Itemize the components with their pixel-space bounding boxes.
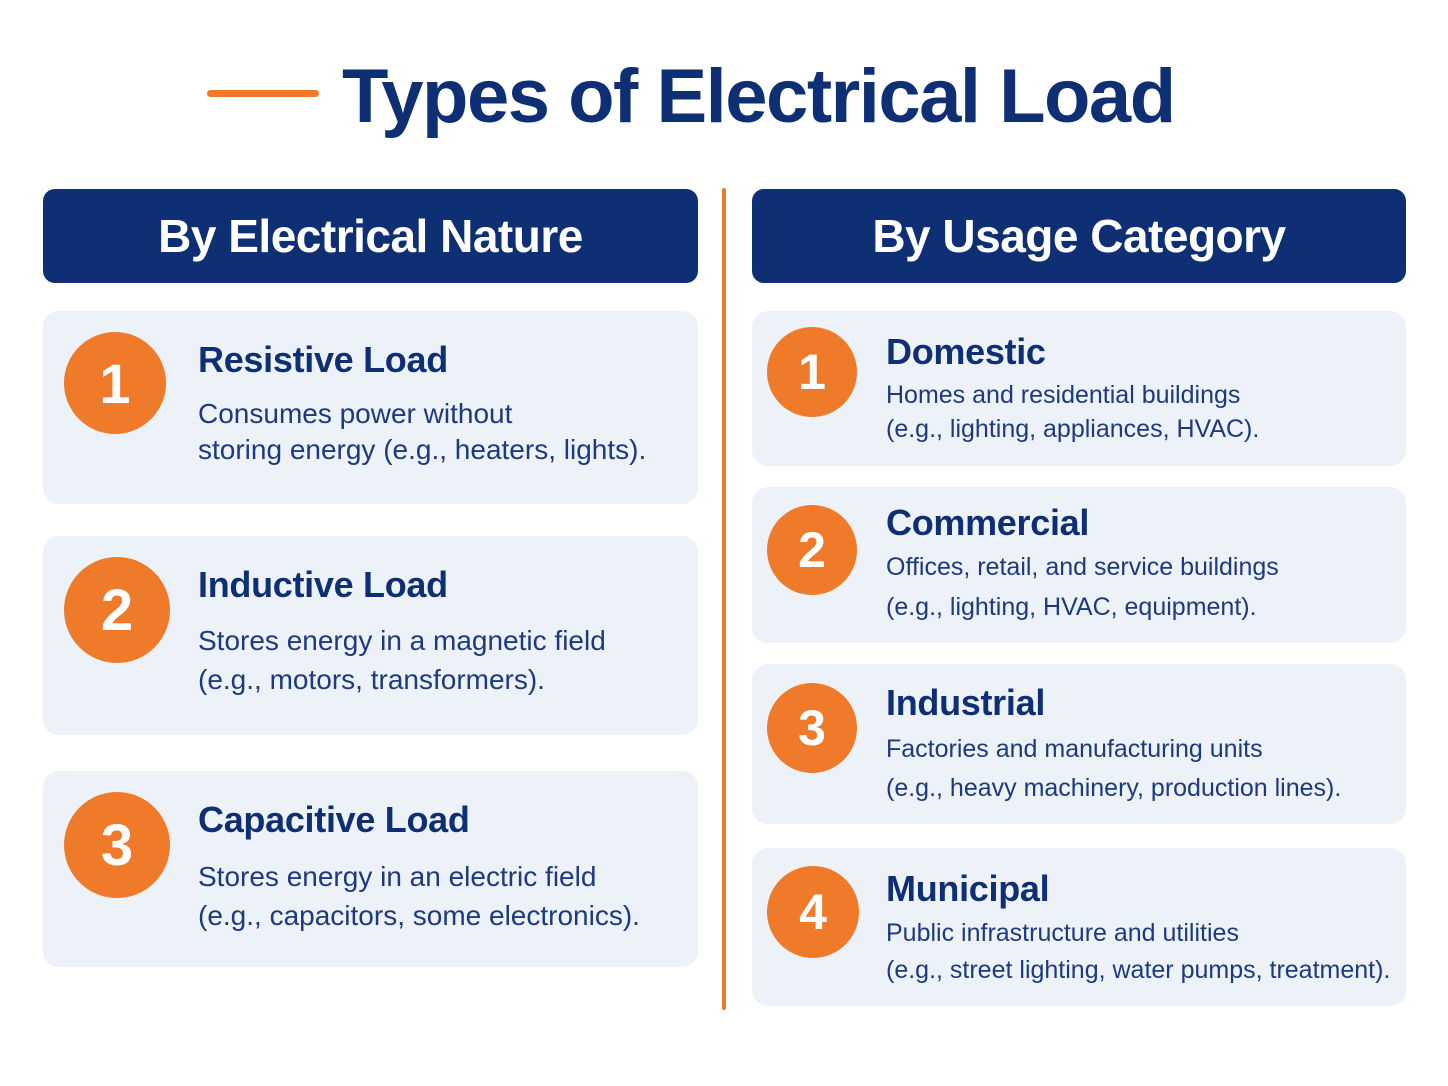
number-badge: 1 [767,327,857,417]
card-industrial: 3 Industrial Factories and manufacturing… [752,664,1406,824]
page-title: Types of Electrical Load [342,54,1176,139]
card-description-line-2: (e.g., heavy machinery, production lines… [886,774,1342,802]
card-description-line-1: Offices, retail, and service buildings [886,553,1279,581]
card-description-line-1: Factories and manufacturing units [886,735,1263,763]
card-description-line-2: (e.g., lighting, appliances, HVAC). [886,415,1260,443]
card-title: Inductive Load [198,564,448,605]
card-title: Municipal [886,868,1050,909]
number-badge: 2 [767,505,857,595]
card-title: Domestic [886,331,1046,372]
card-description-line-2: (e.g., street lighting, water pumps, tre… [886,956,1391,984]
card-description-line-1: Consumes power without [198,398,513,429]
card-description-line-2: (e.g., lighting, HVAC, equipment). [886,593,1257,621]
number-badge: 3 [767,683,857,773]
left-column-header: By Electrical Nature [43,189,698,283]
column-divider [722,188,726,1010]
card-commercial: 2 Commercial Offices, retail, and servic… [752,487,1406,643]
card-resistive-load: 1 Resistive Load Consumes power without … [43,311,698,504]
number-badge: 4 [767,866,859,958]
card-description-line-2: (e.g., motors, transformers). [198,664,545,695]
card-description-line-1: Public infrastructure and utilities [886,919,1239,947]
number-badge: 1 [64,332,166,434]
number-badge: 2 [64,557,170,663]
card-inductive-load: 2 Inductive Load Stores energy in a magn… [43,536,698,735]
card-capacitive-load: 3 Capacitive Load Stores energy in an el… [43,771,698,967]
card-title: Resistive Load [198,339,448,380]
title-bar: Types of Electrical Load [0,52,1448,142]
card-title: Industrial [886,682,1046,723]
right-column-header: By Usage Category [752,189,1406,283]
title-accent-dash [207,90,319,97]
number-badge: 3 [64,792,170,898]
card-description-line-1: Stores energy in an electric field [198,861,597,892]
card-domestic: 1 Domestic Homes and residential buildin… [752,311,1406,466]
card-description-line-1: Stores energy in a magnetic field [198,625,606,656]
card-title: Commercial [886,502,1090,543]
card-description-line-2: (e.g., capacitors, some electronics). [198,900,640,931]
card-title: Capacitive Load [198,799,470,840]
card-description-line-1: Homes and residential buildings [886,381,1241,409]
card-description-line-2: storing energy (e.g., heaters, lights). [198,434,647,465]
card-municipal: 4 Municipal Public infrastructure and ut… [752,848,1406,1006]
